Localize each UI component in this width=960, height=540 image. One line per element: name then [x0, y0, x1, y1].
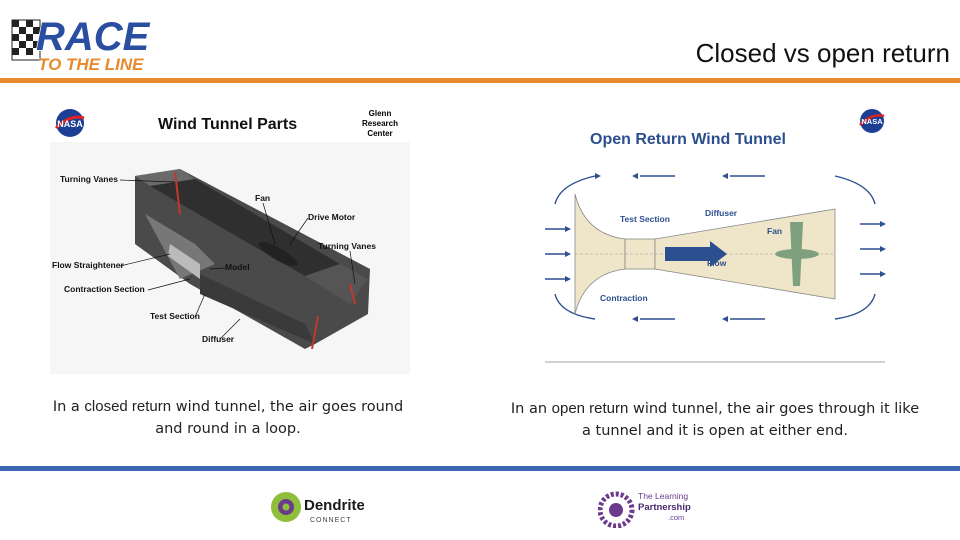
tlp-line2: Partnership: [638, 502, 691, 513]
fan-icon: [775, 222, 819, 286]
label-turning-vanes-left: Turning Vanes: [60, 174, 118, 184]
circulation-arrows: [545, 175, 880, 320]
label-contraction-section: Contraction Section: [64, 284, 145, 294]
tlp-line1: The Learning: [638, 491, 688, 501]
footer-divider: [0, 466, 960, 471]
open-return-caption: In an open return wind tunnel, the air g…: [510, 398, 920, 442]
learning-partnership-logo: The Learning Partnership .com: [598, 491, 691, 528]
label-test-section: Test Section: [150, 311, 200, 321]
header-divider: [0, 78, 960, 83]
caption-left-keyword: closed return: [84, 398, 172, 415]
tunnel-body: [574, 193, 836, 315]
caption-left-text: wind tunnel, the air goes round and roun…: [155, 399, 404, 437]
sunburst-icon: [598, 491, 635, 528]
page-title: Closed vs open return: [695, 38, 950, 68]
brain-icon: [271, 492, 301, 522]
race-to-the-line-logo: RACE TO THE LINE: [11, 14, 151, 74]
dendrite-connect-logo: Dendrite CONNECT: [271, 492, 364, 524]
label-test-section-right: Test Section: [620, 214, 670, 224]
nasa-logo-icon-right: NASA: [859, 109, 885, 133]
dendrite-name: Dendrite: [304, 497, 364, 514]
label-contraction: Contraction: [600, 293, 648, 303]
nasa-logo-icon: NASA: [54, 109, 85, 137]
label-fan: Fan: [255, 193, 270, 203]
closed-return-caption: In a closed return wind tunnel, the air …: [48, 396, 408, 440]
label-fan-right: Fan: [767, 226, 782, 236]
glenn-line1: Glenn: [369, 109, 392, 118]
svg-text:NASA: NASA: [57, 119, 83, 129]
svg-text:NASA: NASA: [861, 117, 883, 126]
caption-right-prefix: In an: [510, 401, 552, 417]
left-diagram-heading: Wind Tunnel Parts: [158, 116, 297, 133]
tunnel-loop-shape: [135, 169, 370, 350]
glenn-line3: Center: [367, 129, 392, 138]
checkered-flag-icon: [11, 19, 41, 61]
label-flow: Flow: [707, 258, 727, 268]
caption-right-keyword: open return: [551, 400, 629, 417]
label-drive-motor: Drive Motor: [308, 212, 356, 222]
open-return-wind-tunnel-diagram: Open Return Wind Tunnel NASA Test Sectio…: [535, 104, 895, 374]
label-flow-straightener: Flow Straightener: [52, 260, 124, 270]
label-turning-vanes-right: Turning Vanes: [318, 241, 376, 251]
dendrite-sub: CONNECT: [310, 517, 352, 524]
logo-race-text: RACE: [36, 15, 151, 59]
tlp-line3: .com: [668, 513, 684, 522]
caption-right-text: wind tunnel, the air goes through it lik…: [582, 401, 920, 439]
right-diagram-heading: Open Return Wind Tunnel: [590, 131, 786, 148]
label-diffuser-right: Diffuser: [705, 208, 738, 218]
label-diffuser: Diffuser: [202, 334, 235, 344]
glenn-line2: Research: [362, 119, 398, 128]
closed-return-wind-tunnel-diagram: NASA Wind Tunnel Parts Glenn Research Ce…: [50, 104, 410, 374]
logo-to-the-line-text: TO THE LINE: [38, 55, 144, 74]
label-model: Model: [225, 262, 250, 272]
caption-left-prefix: In a: [52, 399, 85, 415]
